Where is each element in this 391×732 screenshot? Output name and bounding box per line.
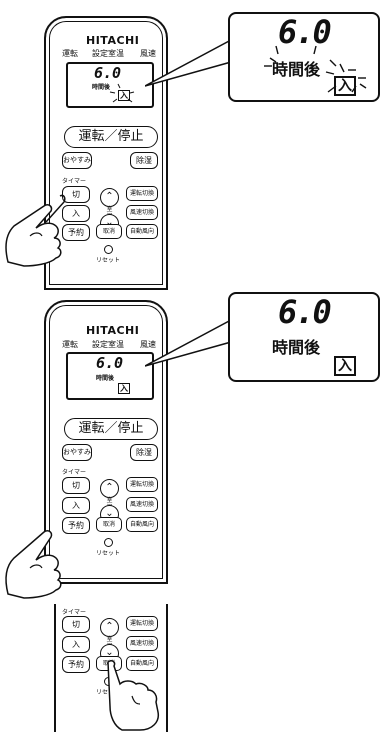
callout-on-icon: 入 bbox=[334, 356, 356, 376]
reset-label: リセット bbox=[96, 257, 121, 264]
reset-label: リセット bbox=[96, 550, 121, 557]
fan-switch-button[interactable]: 風速切換 bbox=[126, 205, 158, 220]
timer-on-button[interactable]: 入 bbox=[62, 636, 90, 653]
mode-switch-button[interactable]: 運転切換 bbox=[126, 477, 158, 492]
label-settemp: 設定室温 bbox=[92, 49, 124, 58]
temp-up-button[interactable]: ⌃ bbox=[100, 479, 119, 498]
blink-rays-icon bbox=[109, 83, 135, 103]
pointing-hand-icon bbox=[5, 530, 62, 599]
sleep-button[interactable]: おやすみ bbox=[62, 444, 92, 461]
timer-on-button[interactable]: 入 bbox=[62, 497, 90, 514]
label-mode: 運転 bbox=[62, 340, 78, 349]
callout-hours-text: 時間後 bbox=[272, 60, 321, 79]
label-fan: 風速 bbox=[140, 340, 156, 349]
pointing-hand-icon bbox=[5, 194, 66, 267]
lcd-number: 6.0 bbox=[94, 64, 122, 82]
auto-vent-button[interactable]: 自動風向 bbox=[126, 224, 158, 239]
blink-rays-icon bbox=[264, 45, 367, 93]
fan-switch-button[interactable]: 風速切換 bbox=[126, 636, 158, 651]
temp-up-button[interactable]: ⌃ bbox=[100, 618, 119, 637]
reset-button[interactable] bbox=[104, 245, 113, 254]
lcd-screen bbox=[66, 352, 154, 400]
timer-label: タイマー bbox=[62, 469, 87, 476]
label-mode: 運転 bbox=[62, 49, 78, 58]
timer-off-button[interactable]: 切 bbox=[62, 477, 90, 494]
temp-up-button[interactable]: ⌃ bbox=[100, 188, 119, 207]
timer-reserve-button[interactable]: 予約 bbox=[62, 224, 90, 241]
mode-switch-button[interactable]: 運転切換 bbox=[126, 186, 158, 201]
timer-off-button[interactable]: 切 bbox=[62, 616, 90, 633]
run-stop-button[interactable]: 運転／停止 bbox=[64, 418, 158, 440]
callout-blinking-display bbox=[228, 12, 380, 102]
callout-on-icon: 入 bbox=[334, 76, 356, 96]
timer-reserve-button[interactable]: 予約 bbox=[62, 656, 90, 673]
lcd-screen bbox=[66, 62, 154, 108]
cancel-button[interactable]: 取消 bbox=[96, 224, 122, 239]
lcd-on-icon: 入 bbox=[118, 383, 130, 394]
timer-label: タイマー bbox=[62, 609, 87, 616]
reset-label: リセット bbox=[96, 689, 121, 696]
fan-switch-button[interactable]: 風速切換 bbox=[126, 497, 158, 512]
callout-pointer bbox=[145, 318, 232, 367]
timer-on-button[interactable]: 入 bbox=[62, 205, 90, 222]
callout-hours-text: 時間後 bbox=[272, 338, 321, 357]
run-stop-button[interactable]: 運転／停止 bbox=[64, 126, 158, 148]
label-settemp: 設定室温 bbox=[92, 340, 124, 349]
callout-number: 6.0 bbox=[278, 13, 332, 51]
brand-logo: HITACHI bbox=[86, 34, 140, 47]
pointing-hand-icon bbox=[107, 660, 160, 731]
cancel-button[interactable]: 取消 bbox=[96, 517, 122, 532]
remote-body bbox=[44, 300, 168, 584]
timer-label: タイマー bbox=[62, 178, 87, 185]
mode-switch-button[interactable]: 運転切換 bbox=[126, 616, 158, 631]
timer-off-button[interactable]: 切 bbox=[62, 186, 90, 203]
lcd-on-icon: 入 bbox=[118, 90, 130, 101]
sleep-button[interactable]: おやすみ bbox=[62, 152, 92, 169]
reset-button[interactable] bbox=[104, 538, 113, 547]
brand-logo: HITACHI bbox=[86, 324, 140, 337]
timer-reserve-button[interactable]: 予約 bbox=[62, 517, 90, 534]
label-fan: 風速 bbox=[140, 49, 156, 58]
lcd-number: 6.0 bbox=[96, 354, 124, 372]
callout-number: 6.0 bbox=[278, 293, 332, 331]
dehumidify-button[interactable]: 除湿 bbox=[130, 152, 158, 169]
lcd-hours: 時間後 bbox=[96, 375, 115, 382]
lcd-hours: 時間後 bbox=[92, 84, 111, 91]
auto-vent-button[interactable]: 自動風向 bbox=[126, 656, 158, 671]
callout-pointer bbox=[145, 38, 232, 87]
auto-vent-button[interactable]: 自動風向 bbox=[126, 517, 158, 532]
dehumidify-button[interactable]: 除湿 bbox=[130, 444, 158, 461]
